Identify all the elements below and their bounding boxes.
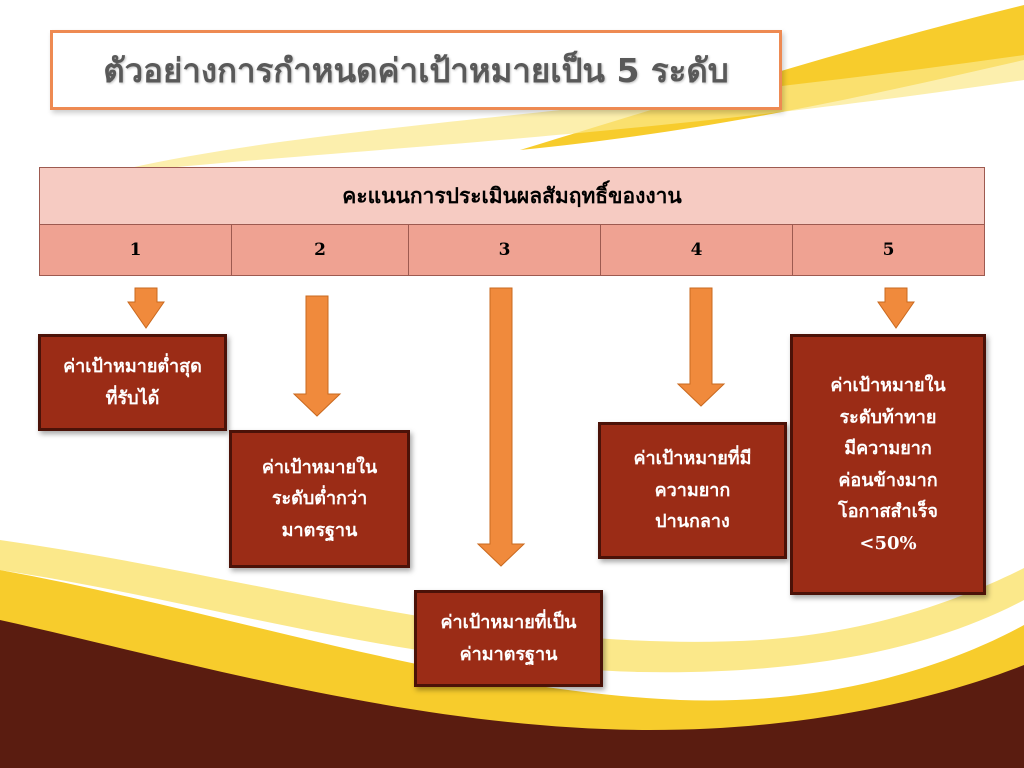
light-swoosh-top <box>100 55 1024 175</box>
table-header: คะแนนการประเมินผลสัมฤทธิ์ของงาน <box>40 168 984 225</box>
level-box-4: ค่าเป้าหมายที่มี ความยาก ปานกลาง <box>598 422 787 559</box>
down-arrow-4 <box>676 287 726 407</box>
down-arrow-2 <box>292 295 342 417</box>
page-title: ตัวอย่างการกำหนดค่าเป้าหมายเป็น 5 ระดับ <box>50 30 782 110</box>
down-arrow-1 <box>127 287 165 329</box>
score-table: คะแนนการประเมินผลสัมฤทธิ์ของงาน 1 2 3 4 … <box>39 167 985 276</box>
score-cell-3: 3 <box>409 225 601 275</box>
level-box-5: ค่าเป้าหมายใน ระดับท้าทาย มีความยาก ค่อน… <box>790 334 986 595</box>
dark-wave-bottom <box>0 620 1024 768</box>
level-box-3: ค่าเป้าหมายที่เป็น ค่ามาตรฐาน <box>414 590 603 687</box>
score-cell-4: 4 <box>601 225 793 275</box>
down-arrow-5 <box>877 287 915 329</box>
level-box-2: ค่าเป้าหมายใน ระดับต่ำกว่า มาตรฐาน <box>229 430 410 568</box>
score-cell-2: 2 <box>232 225 409 275</box>
level-box-1: ค่าเป้าหมายต่ำสุด ที่รับได้ <box>38 334 227 431</box>
score-row: 1 2 3 4 5 <box>40 225 984 275</box>
score-cell-5: 5 <box>793 225 984 275</box>
down-arrow-3 <box>476 287 526 567</box>
score-cell-1: 1 <box>40 225 232 275</box>
